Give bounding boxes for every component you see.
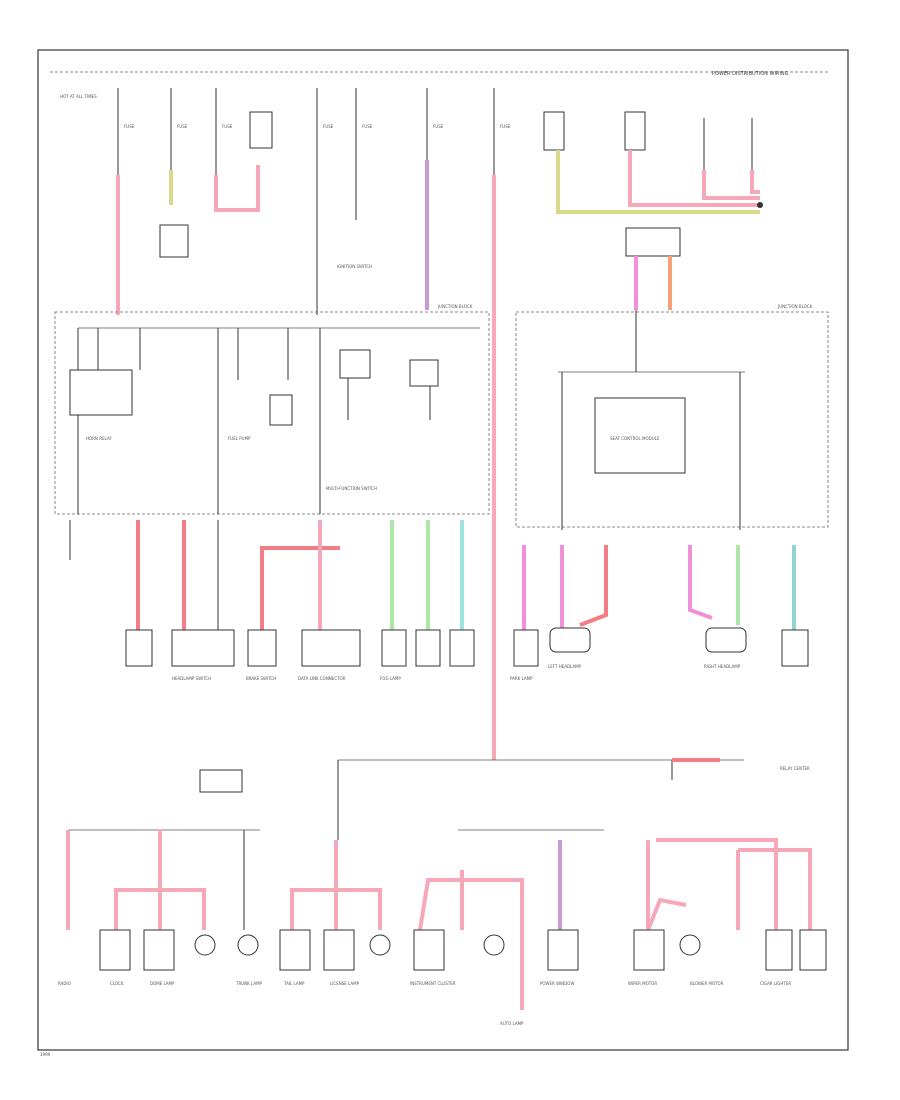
comp-m7 bbox=[449, 629, 475, 667]
comp-m9 bbox=[781, 629, 809, 667]
horn-relay-label: HORN RELAY bbox=[86, 436, 112, 441]
relay-mid-1 bbox=[269, 394, 293, 426]
data-link-label: DATA LINK CONNECTOR bbox=[298, 676, 346, 681]
radio-label: RADIO bbox=[58, 981, 71, 986]
page-footer: 1999 bbox=[40, 1052, 51, 1057]
header-mid-left: JUNCTION BLOCK bbox=[437, 304, 473, 309]
comp-m4 bbox=[301, 629, 361, 667]
instrument-cluster-label: INSTRUMENT CLUSTER bbox=[410, 981, 456, 986]
fuel-pump-label: FUEL PUMP bbox=[228, 436, 251, 441]
cigar-lighter-label: CIGAR LIGHTER bbox=[760, 981, 791, 986]
header-top-left: HOT AT ALL TIMES bbox=[60, 94, 97, 99]
fog-lamp-label: FOG LAMP bbox=[380, 676, 401, 681]
fuse-label-2: FUSE bbox=[177, 124, 188, 129]
top-fuse-row: FUSE FUSE FUSE FUSE FUSE IGNITION SWITCH… bbox=[116, 88, 511, 760]
middle-components: HEADLAMP SWITCH BRAKE SWITCH DATA LINK C… bbox=[125, 627, 809, 681]
fuse-label-7: FUSE bbox=[500, 124, 511, 129]
lower-components bbox=[99, 929, 827, 971]
auto-lamp-label: AUTO LAMP bbox=[500, 1021, 524, 1026]
seat-control-module bbox=[594, 397, 686, 474]
wiper-motor-label: WIPER MOTOR bbox=[628, 981, 657, 986]
tail-lamp-label: TAIL LAMP bbox=[283, 981, 305, 986]
clock-label: CLOCK bbox=[110, 981, 124, 986]
headlamp-switch-label: HEADLAMP SWITCH bbox=[172, 676, 211, 681]
junction-block-right bbox=[515, 311, 829, 528]
horn-relay bbox=[69, 369, 133, 416]
relay-center-label: RELAY CENTER bbox=[780, 766, 810, 771]
comp-m8 bbox=[513, 629, 539, 667]
comp-m2 bbox=[171, 629, 235, 667]
park-lamp-label: PARK LAMP bbox=[510, 676, 533, 681]
power-window-label: POWER WINDOW bbox=[540, 981, 574, 986]
seat-control-label: SEAT CONTROL MODULE bbox=[610, 436, 660, 441]
relay-lower-left bbox=[199, 769, 243, 793]
fuse-label-3: FUSE bbox=[222, 124, 233, 129]
right-top-cluster bbox=[543, 111, 763, 310]
comp-m3 bbox=[247, 629, 277, 667]
middle-drops bbox=[69, 520, 796, 630]
relay-box-right bbox=[625, 227, 681, 257]
fuse-label-4: FUSE bbox=[323, 124, 334, 129]
header-mid-right: JUNCTION BLOCK bbox=[777, 304, 813, 309]
right-headlamp-box bbox=[705, 627, 747, 653]
header-top-right: POWER DISTRIBUTION WIRING bbox=[712, 71, 789, 77]
license-lamp-label: LICENSE LAMP bbox=[330, 981, 360, 986]
comp-m5 bbox=[381, 629, 407, 667]
junction-block-left bbox=[54, 311, 490, 515]
left-headlamp-label: LEFT HEADLAMP bbox=[548, 664, 582, 669]
fuse-label-6: FUSE bbox=[433, 124, 444, 129]
trunk-lamp-label: TRUNK LAMP bbox=[235, 981, 263, 986]
fuse-label-1: FUSE bbox=[124, 124, 135, 129]
left-headlamp-box bbox=[549, 627, 591, 653]
comp-m1 bbox=[125, 629, 153, 667]
relay-mid-3 bbox=[409, 359, 439, 387]
comp-m6 bbox=[415, 629, 441, 667]
blower-motor-label: BLOWER MOTOR bbox=[690, 981, 724, 986]
seat-belt-module bbox=[159, 224, 189, 258]
relay-mid-2 bbox=[339, 349, 371, 379]
multi-function-label: MULTI-FUNCTION SWITCH bbox=[326, 486, 377, 491]
brake-switch-label: BRAKE SWITCH bbox=[246, 676, 276, 681]
dome-lamp-label: DOME LAMP bbox=[150, 981, 175, 986]
ignition-switch-label: IGNITION SWITCH bbox=[337, 264, 372, 269]
right-headlamp-label: RIGHT HEADLAMP bbox=[704, 664, 741, 669]
fuse-label-5: FUSE bbox=[362, 124, 373, 129]
diagram-border bbox=[37, 49, 849, 1051]
fuse-box-small bbox=[249, 111, 273, 149]
